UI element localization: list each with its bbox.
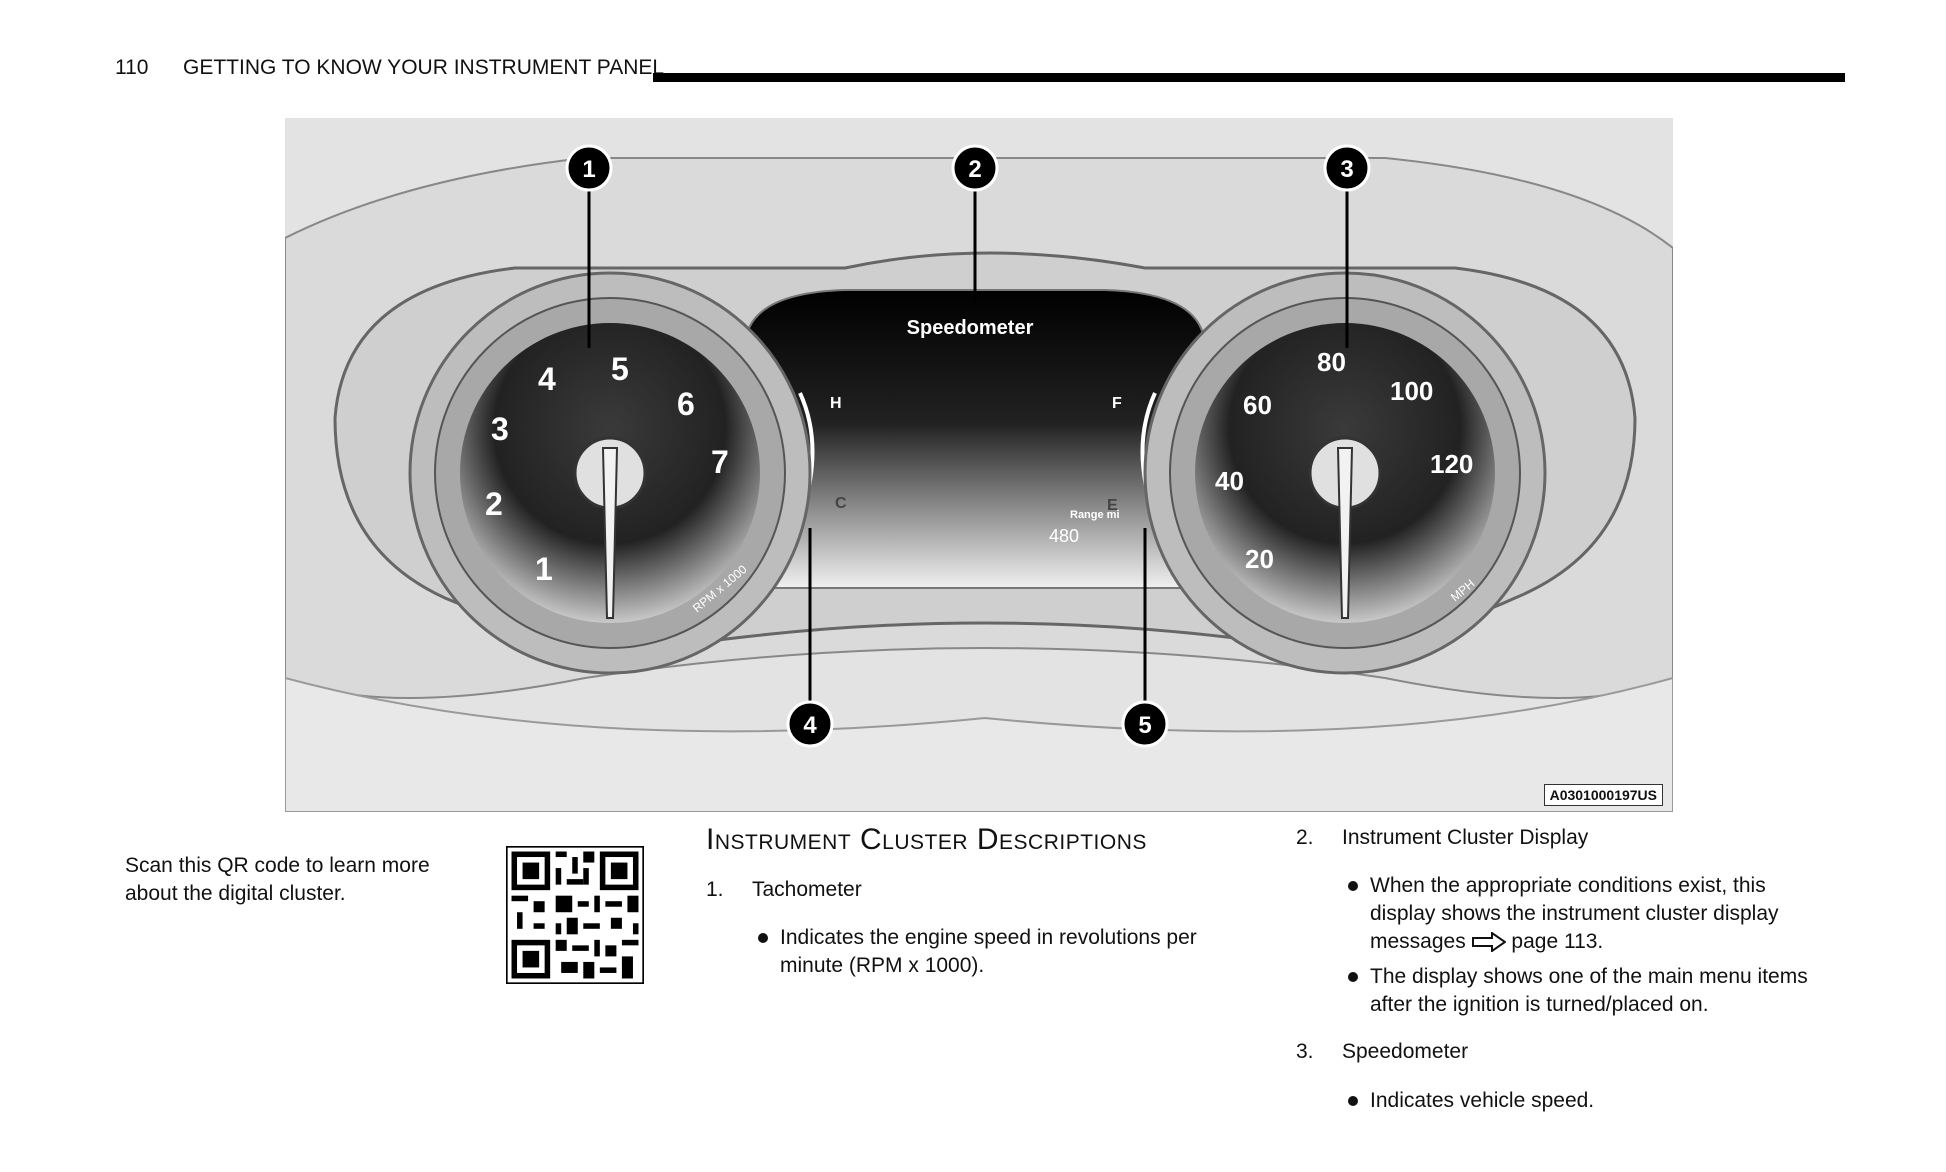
speed-number-120: 120 — [1430, 449, 1473, 479]
callout-3-number: 3 — [1340, 156, 1353, 183]
callout-4 — [786, 700, 834, 748]
display-label: Speedometer — [907, 317, 1034, 339]
item-3-number: 3. — [1296, 1040, 1314, 1063]
speed-number-80: 80 — [1317, 347, 1346, 377]
qr-caption: Scan this QR code to learn more about th… — [125, 854, 430, 905]
tachometer — [408, 271, 812, 675]
item-2-bullet-1: When the appropriate conditions exist, t… — [1370, 872, 1830, 956]
bullet-icon — [758, 933, 768, 943]
item-2-bullet-2: The display shows one of the main menu i… — [1370, 965, 1808, 1016]
fuel-full-label: F — [1112, 395, 1122, 412]
tach-number-3: 3 — [491, 411, 509, 447]
callout-1-number: 1 — [582, 156, 595, 183]
page-reference-link[interactable]: page 113. — [1511, 930, 1604, 953]
callout-1 — [565, 144, 613, 192]
callout-2-number: 2 — [968, 156, 981, 183]
bullet-icon — [1348, 972, 1358, 982]
tach-number-7: 7 — [711, 444, 729, 480]
tach-number-1: 1 — [535, 551, 553, 587]
callout-4-number: 4 — [803, 712, 817, 739]
range-value: 480 — [1049, 526, 1079, 546]
callout-2 — [951, 144, 999, 192]
qr-code-icon[interactable] — [506, 846, 644, 984]
speed-number-20: 20 — [1245, 544, 1274, 574]
speed-number-60: 60 — [1243, 390, 1272, 420]
instrument-cluster-figure: Speedometer H C F E Range mi 480 1 2 3 4… — [284, 118, 1674, 813]
speed-number-100: 100 — [1390, 376, 1433, 406]
section-title: GETTING TO KNOW YOUR INSTRUMENT PANEL — [183, 56, 665, 79]
tach-number-2: 2 — [485, 486, 503, 522]
figure-code: A0301000197US — [1543, 784, 1663, 806]
page-header: 110 GETTING TO KNOW YOUR INSTRUMENT PANE… — [115, 56, 1845, 86]
tach-number-5: 5 — [611, 351, 629, 387]
temp-low-label: C — [835, 495, 847, 512]
callout-5 — [1121, 700, 1169, 748]
range-label: Range mi — [1070, 509, 1120, 521]
cluster-illustration: Speedometer H C F E Range mi 480 1 2 3 4… — [284, 118, 1674, 813]
temp-high-label: H — [830, 395, 842, 412]
bullet-icon — [1348, 881, 1358, 891]
item-1-bullet-1: Indicates the engine speed in revolution… — [780, 926, 1197, 977]
section-heading: Instrument Cluster Descriptions — [706, 823, 1147, 856]
fuel-empty-label: E — [1107, 497, 1118, 514]
item-1-label: Tachometer — [752, 878, 862, 901]
descriptions-list-right: 2. Instrument Cluster Display When the a… — [1296, 824, 1846, 1124]
page-number: 110 — [115, 56, 149, 79]
item-3-bullet-1: Indicates vehicle speed. — [1370, 1089, 1595, 1112]
callout-3 — [1323, 144, 1371, 192]
item-2-number: 2. — [1296, 826, 1314, 849]
arrow-right-icon — [1471, 931, 1507, 954]
speedometer — [1143, 271, 1547, 675]
item-2-label: Instrument Cluster Display — [1342, 826, 1589, 849]
speed-number-40: 40 — [1215, 466, 1244, 496]
header-rule — [653, 73, 1845, 82]
tach-number-6: 6 — [677, 386, 695, 422]
item-2-bullet-1-text: When the appropriate conditions exist, t… — [1370, 874, 1779, 953]
item-3-label: Speedometer — [1342, 1040, 1469, 1063]
descriptions-list-left: 1. Tachometer Indicates the engine speed… — [706, 876, 1246, 996]
bullet-icon — [1348, 1096, 1358, 1106]
item-1-number: 1. — [706, 878, 724, 901]
callout-5-number: 5 — [1138, 712, 1151, 739]
tach-number-4: 4 — [538, 361, 556, 397]
